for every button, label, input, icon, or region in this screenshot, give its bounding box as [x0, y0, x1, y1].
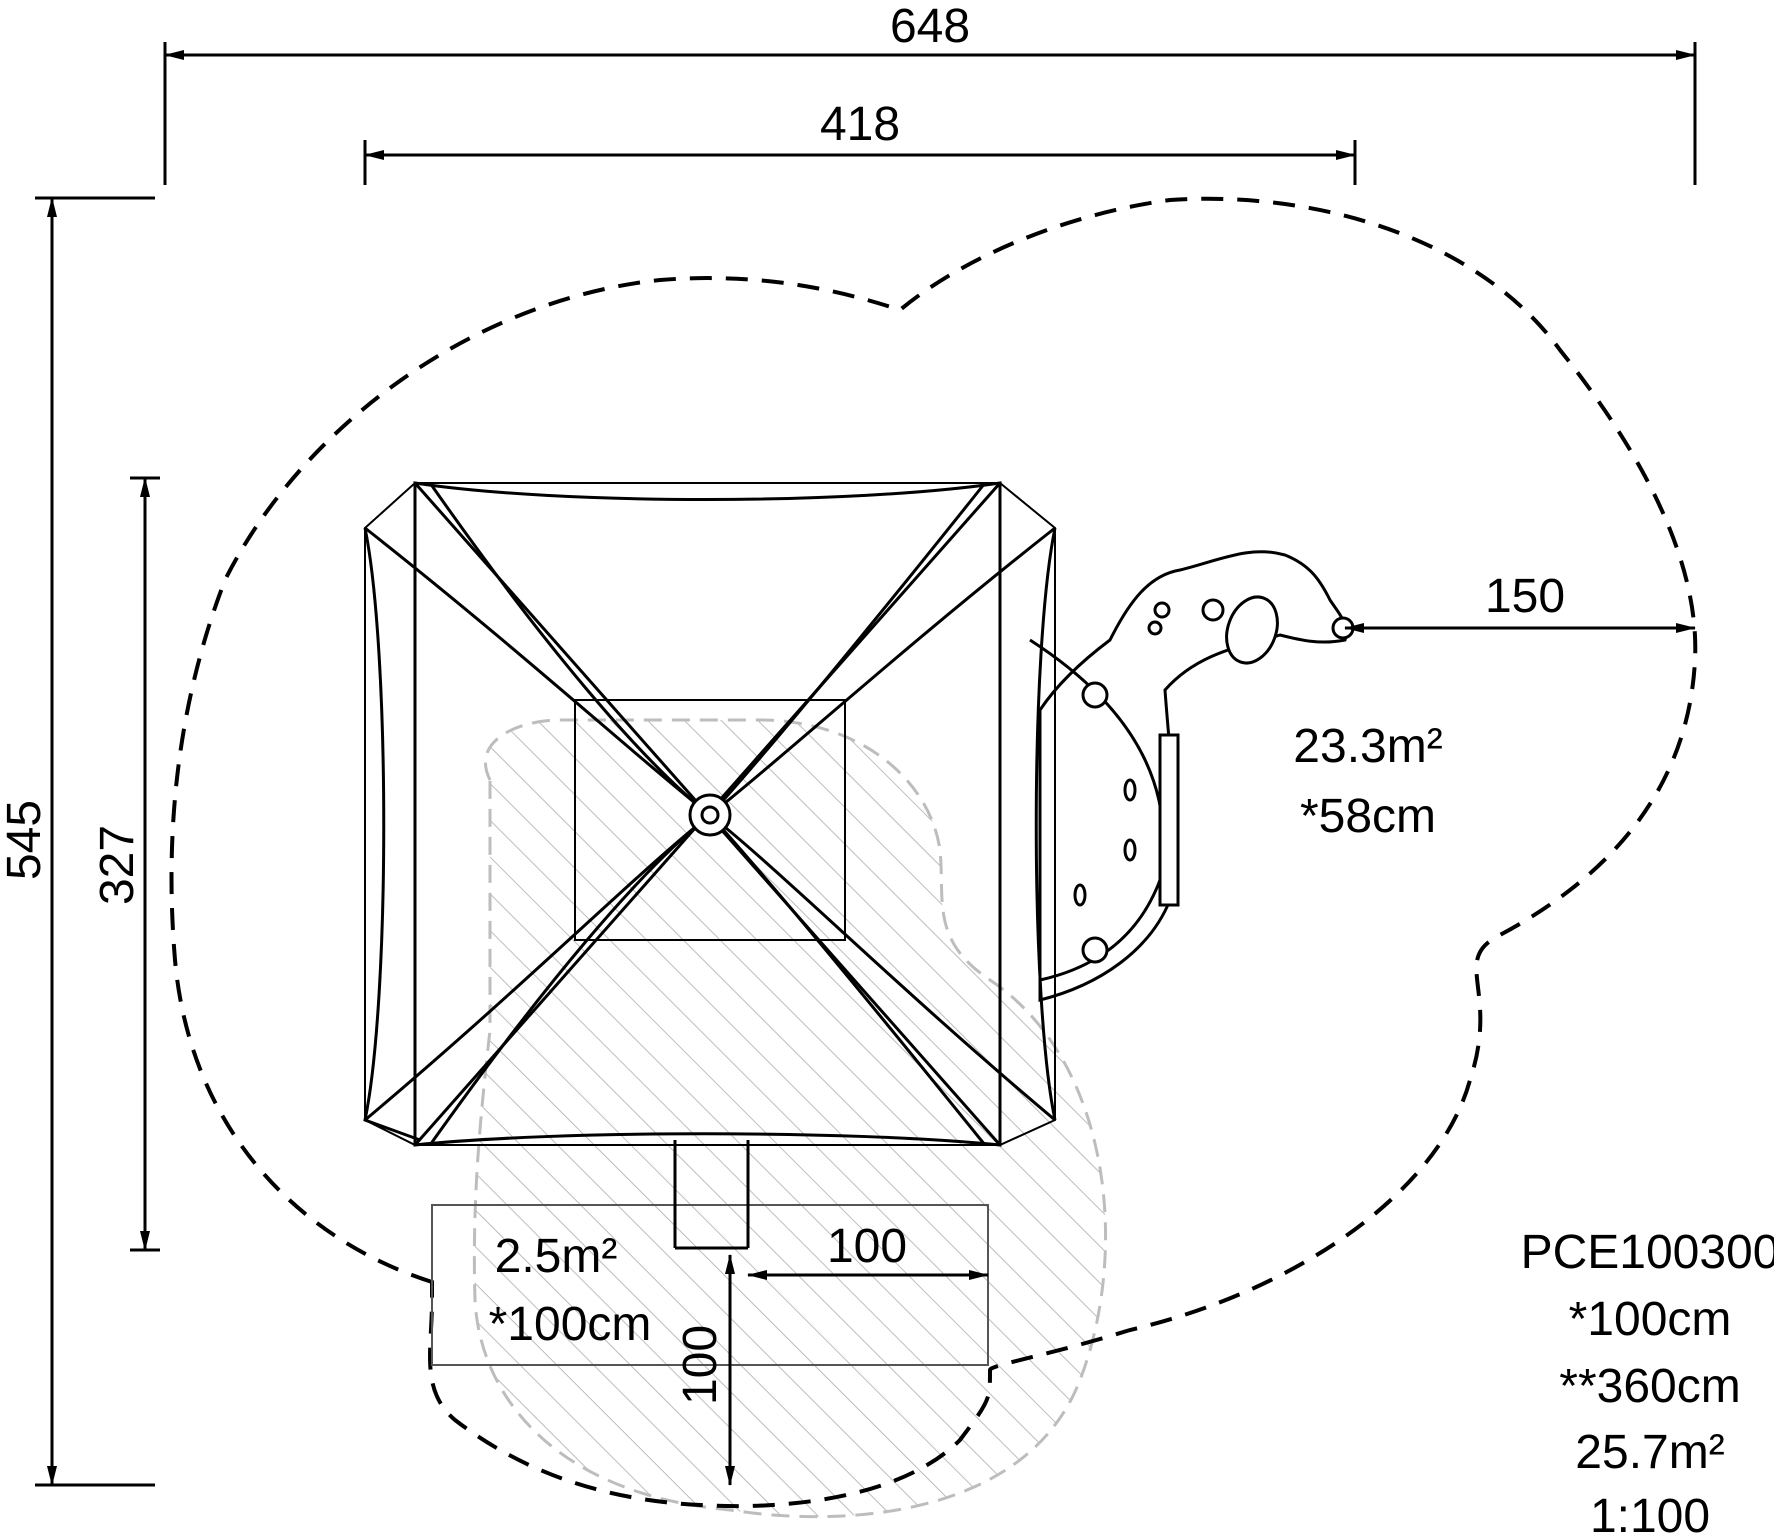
overall-depth-label: 545 — [0, 800, 51, 880]
swing-assembly — [1029, 550, 1355, 1002]
slide-runout-zone — [431, 1140, 989, 1366]
slide-depth-label: 100 — [674, 1325, 727, 1405]
product-code: PCE100300 — [1521, 1226, 1774, 1279]
product-total-area: 25.7m² — [1575, 1426, 1724, 1479]
swing-area-label: 23.3m² — [1293, 720, 1442, 773]
drawing-scale: 1:100 — [1590, 1490, 1710, 1536]
dimension-lines — [35, 42, 1697, 1487]
inner-width-label: 418 — [820, 98, 900, 151]
total-safety-zone-outline — [169, 196, 1698, 1509]
overall-width-label: 648 — [890, 0, 970, 53]
slide-width-label: 100 — [827, 1220, 907, 1273]
slide-area-label: 2.5m² — [495, 1230, 618, 1283]
swing-fall-height-label: *58cm — [1300, 790, 1436, 843]
product-info: PCE100300 *100cm **360cm 25.7m² 1:100 — [1521, 1226, 1774, 1536]
inner-depth-label: 327 — [91, 825, 144, 905]
swing-clearance-label: 150 — [1485, 570, 1565, 623]
product-fall-height: *100cm — [1569, 1293, 1732, 1346]
slide-safety-zone — [472, 718, 1108, 1519]
slide-fall-height-label: *100cm — [489, 1298, 652, 1351]
product-total-height: **360cm — [1559, 1360, 1740, 1413]
tower-roof — [363, 481, 1057, 1147]
